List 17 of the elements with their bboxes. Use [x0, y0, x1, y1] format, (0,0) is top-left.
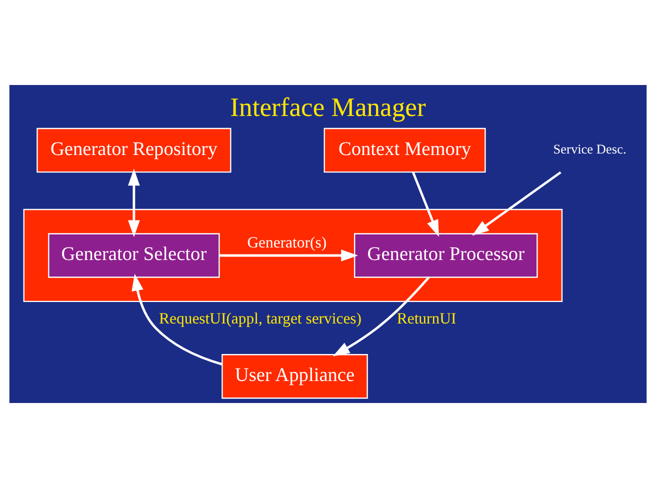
- diagram-title: Interface Manager: [230, 92, 426, 122]
- arrow: [332, 276, 430, 356]
- arrow: [411, 172, 438, 237]
- node-box: Context Memory: [323, 128, 486, 173]
- edge-label: ReturnUI: [396, 310, 456, 328]
- node-box: Generator Repository: [36, 128, 231, 173]
- edge-label: RequestUI(appl, target services): [158, 310, 362, 328]
- node-box: Generator Selector: [48, 233, 220, 278]
- node-box: User Appliance: [221, 354, 368, 399]
- arrow: [219, 250, 358, 262]
- node-text: Service Desc.: [552, 142, 626, 157]
- arrow: [128, 168, 140, 238]
- edge-label: Generator(s): [246, 234, 326, 252]
- arrow: [131, 274, 222, 366]
- arrow: [472, 171, 561, 236]
- node-box: Generator Processor: [354, 233, 538, 278]
- cluster: [22, 208, 562, 302]
